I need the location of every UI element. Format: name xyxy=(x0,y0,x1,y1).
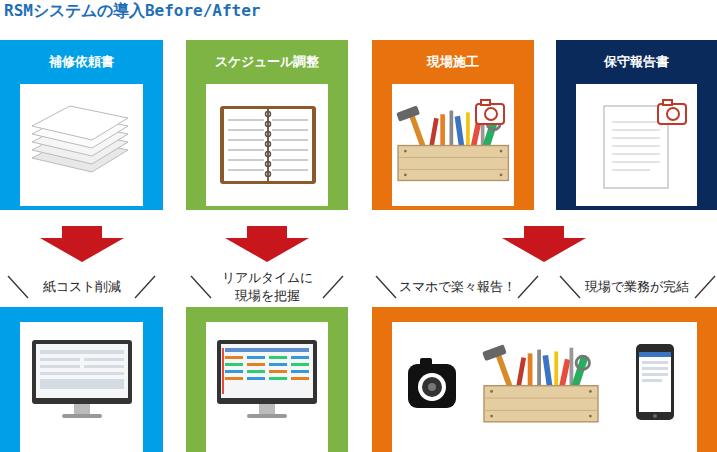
step-heading: 補修依頼書 xyxy=(0,40,163,69)
diagram-title: RSMシステムの導入Before/After xyxy=(4,1,261,22)
step-heading: スケジュール調整 xyxy=(186,40,348,69)
step-heading: 保守報告書 xyxy=(556,40,717,69)
step-box: スケジュール調整 xyxy=(186,40,348,84)
step-box: 保守報告書 xyxy=(556,40,717,84)
step-box: 現場施工 xyxy=(372,40,534,84)
step-heading: 現場施工 xyxy=(372,40,534,69)
benefit-label: 現場で業務が完結 xyxy=(580,278,694,296)
benefit-label: 紙コスト削減 xyxy=(32,278,132,296)
benefit-label: スマホで楽々報告！ xyxy=(395,278,519,296)
benefit-label: リアルタイムに 現場を把握 xyxy=(217,269,317,304)
step-box: 補修依頼書 xyxy=(0,40,163,84)
